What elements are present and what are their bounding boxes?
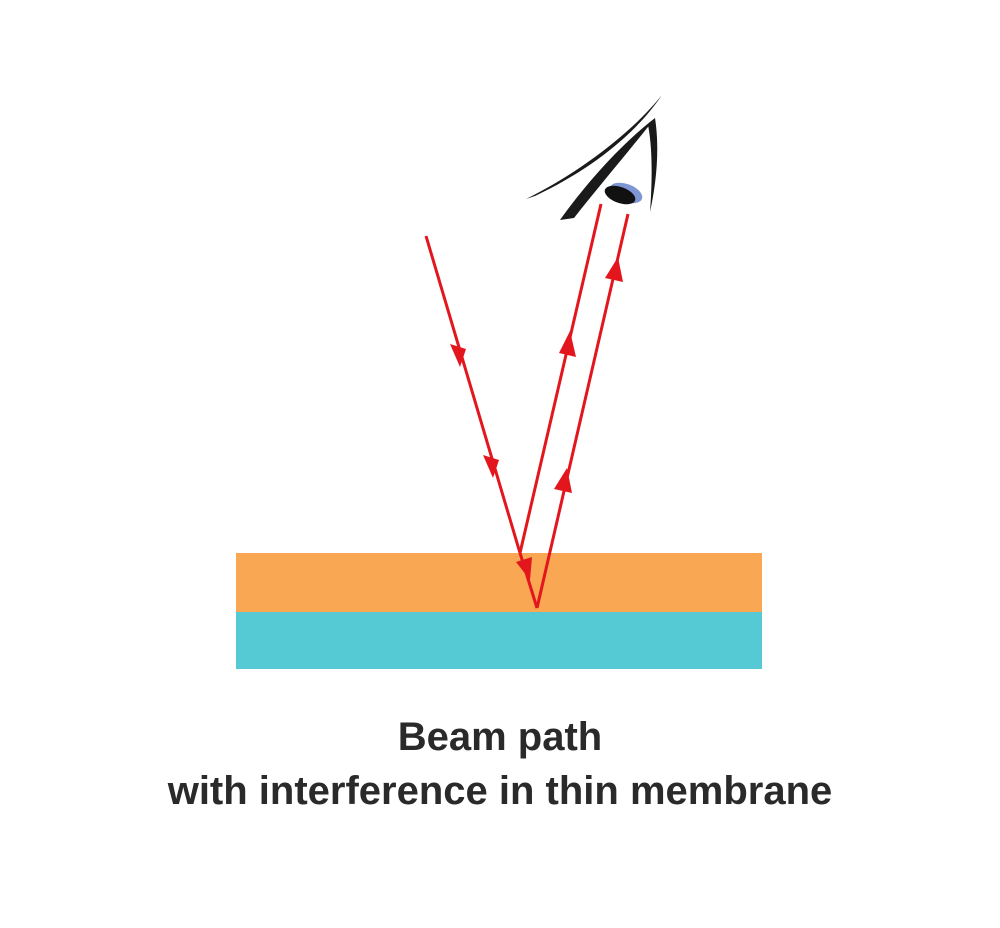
eye-pupil-icon xyxy=(604,185,636,205)
eye-icon xyxy=(526,95,662,220)
diagram-subtitle: with interference in thin membrane xyxy=(167,769,833,813)
substrate-layer xyxy=(236,612,762,669)
refracted-beam-arrow xyxy=(516,557,532,580)
reflected-beam-top-surface xyxy=(518,203,603,554)
incident-beam-arrow-1 xyxy=(450,344,466,367)
eye-inner-lid-icon xyxy=(560,118,655,220)
eye-lower-lid-icon xyxy=(648,118,658,212)
reflected-bottom-arrow-1 xyxy=(554,468,572,493)
diagram-title: Beam path xyxy=(397,715,603,759)
reflected-bottom-arrow-2 xyxy=(605,257,623,282)
incident-beam-arrow-2 xyxy=(483,455,499,478)
reflected-top-arrow-1 xyxy=(559,331,576,357)
thin-membrane-layer xyxy=(236,553,762,612)
incident-beam xyxy=(424,235,522,554)
beam-arrowheads xyxy=(450,257,623,580)
